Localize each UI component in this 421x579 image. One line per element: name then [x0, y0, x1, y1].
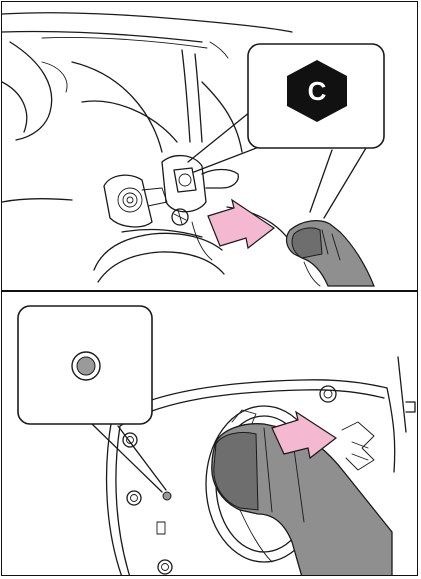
- push-arrow-icon: [208, 200, 274, 248]
- inlet-flap: [104, 175, 167, 227]
- top-panel: C: [2, 13, 384, 286]
- charging-diagram: C: [2, 2, 418, 576]
- callout: C: [188, 44, 384, 218]
- callout-label: C: [308, 76, 327, 106]
- charge-indicator-icon: [72, 352, 100, 380]
- panel-indicator: [163, 492, 171, 500]
- bottom-panel: [18, 306, 415, 576]
- charging-connector: [287, 221, 374, 286]
